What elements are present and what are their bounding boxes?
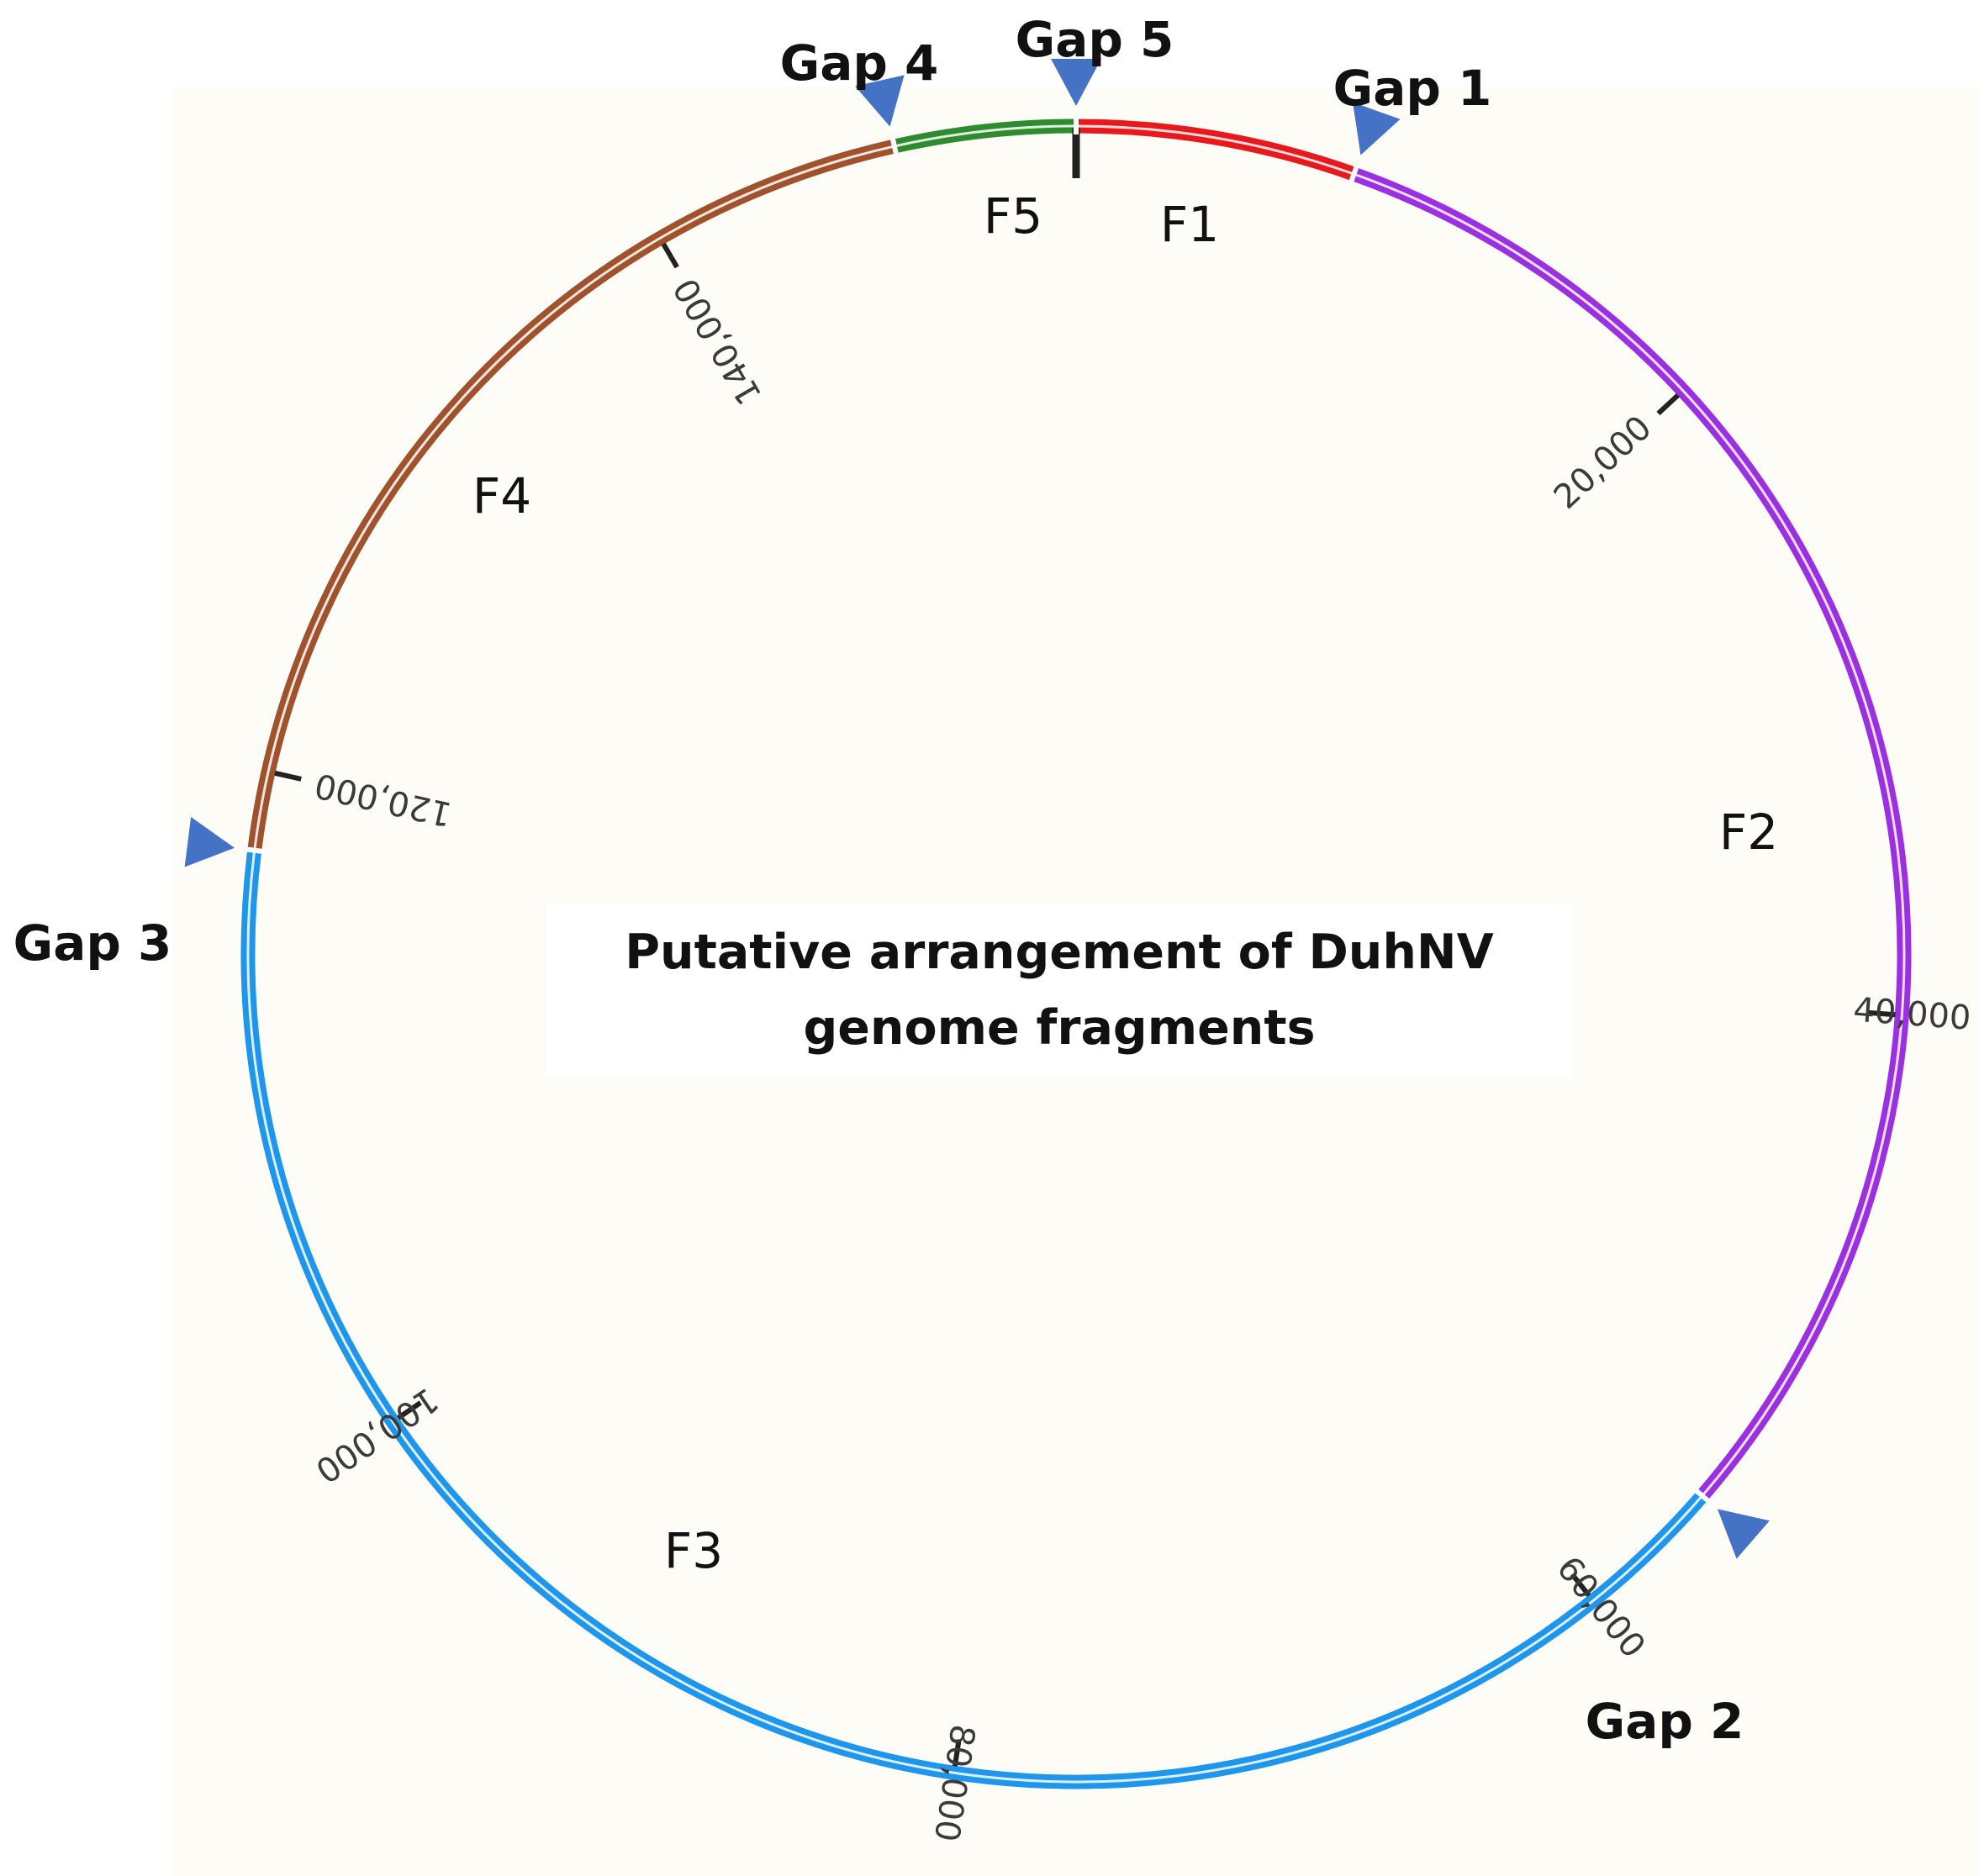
tick-mark-20000 bbox=[1656, 393, 1680, 416]
fragment-labels: F5 F1 F2 F3 F4 bbox=[472, 187, 1778, 1579]
arc-strand-line-f3 bbox=[246, 851, 1702, 1784]
gap-3-pointer-icon bbox=[184, 817, 238, 873]
tick-label-120000: 120,000 bbox=[311, 765, 455, 833]
gap-labels: Gap 1 Gap 2 Gap 3 Gap 4 Gap 5 bbox=[13, 11, 1744, 1750]
arc-f2 bbox=[1352, 167, 1912, 1499]
title-line-2: genome fragments bbox=[803, 999, 1316, 1056]
tick-mark-80000 bbox=[952, 1739, 962, 1767]
gap-label-1: Gap 1 bbox=[1333, 60, 1492, 117]
gap-label-4: Gap 4 bbox=[780, 34, 939, 92]
gap-label-3: Gap 3 bbox=[13, 914, 172, 972]
fragment-label-f5: F5 bbox=[984, 187, 1042, 245]
arc-strand-line-f4 bbox=[253, 145, 895, 849]
fragment-label-f1: F1 bbox=[1160, 196, 1219, 253]
diagram-title: Putative arrangement of DuhNV genome fra… bbox=[546, 904, 1572, 1076]
gap-2-separator bbox=[1694, 1488, 1711, 1504]
tick-label-20000: 20,000 bbox=[1547, 408, 1660, 517]
gap-2-pointer-icon bbox=[1701, 1489, 1770, 1559]
fragment-arcs bbox=[240, 119, 1912, 1789]
gap-4-separator bbox=[889, 137, 899, 155]
title-line-1: Putative arrangement of DuhNV bbox=[625, 924, 1494, 980]
arc-strand-line-f2 bbox=[1354, 173, 1906, 1496]
arc-f1 bbox=[1075, 119, 1356, 181]
arc-strand-line-f5 bbox=[895, 124, 1077, 148]
gap-markers bbox=[184, 59, 1770, 1559]
tick-label-40000: 40,000 bbox=[1852, 991, 1972, 1038]
tick-mark-140000 bbox=[661, 242, 679, 269]
fragment-label-f2: F2 bbox=[1719, 804, 1778, 861]
fragment-label-f4: F4 bbox=[472, 467, 531, 524]
tick-mark-120000 bbox=[274, 770, 302, 782]
gap-label-2: Gap 2 bbox=[1586, 1693, 1744, 1750]
tick-mark-60000 bbox=[1570, 1573, 1591, 1598]
tick-label-80000: 80,000 bbox=[926, 1722, 982, 1844]
arc-strand-line-f1 bbox=[1075, 124, 1354, 176]
fragment-label-f3: F3 bbox=[664, 1522, 723, 1579]
arc-f4 bbox=[247, 139, 895, 850]
tick-mark-100000 bbox=[397, 1400, 422, 1420]
gap-label-5: Gap 5 bbox=[1016, 11, 1174, 68]
gap-1-separator bbox=[1348, 165, 1359, 183]
tick-label-140000: 140,000 bbox=[667, 271, 770, 411]
gap-3-separator bbox=[245, 846, 264, 855]
arc-f5 bbox=[894, 119, 1077, 154]
tick-mark-40000 bbox=[1868, 1009, 1896, 1018]
